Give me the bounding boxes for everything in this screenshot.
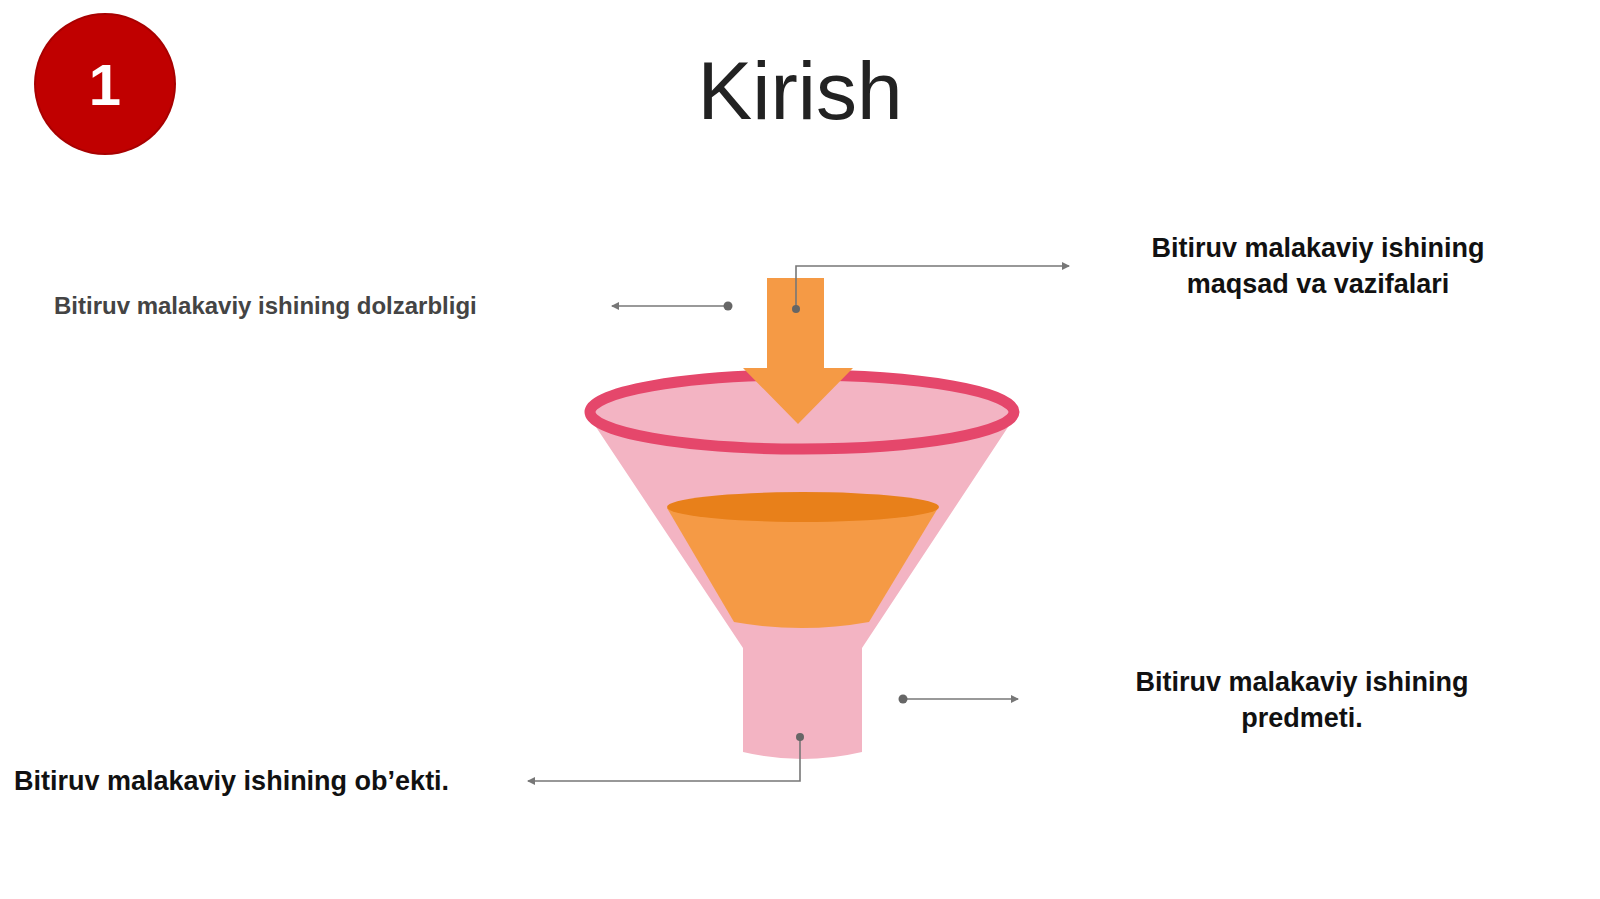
callout-circle: 1 — [36, 15, 174, 153]
leader-dot — [724, 302, 733, 311]
leader-dot — [899, 695, 908, 704]
leader-line — [612, 305, 728, 307]
leader-dot — [792, 305, 800, 313]
callout-label: Bitiruv malakaviy ishining maqsad va vaz… — [1108, 230, 1528, 302]
input-arrow — [743, 278, 853, 424]
callout-number: 1 — [89, 51, 121, 118]
callout-label: Bitiruv malakaviy ishining predmeti. — [1092, 664, 1512, 736]
callout-label: Bitiruv malakaviy ishining ob’ekti. — [14, 763, 449, 799]
leader-line — [796, 266, 1069, 309]
funnel-content — [667, 508, 938, 628]
funnel-body — [588, 415, 1016, 759]
slide-title: Kirish — [500, 50, 1100, 132]
leader-dot — [796, 733, 804, 741]
callout-label: Bitiruv malakaviy ishining dolzarbligi — [54, 288, 477, 324]
leader-line — [903, 698, 1018, 700]
leader-line — [528, 737, 800, 781]
funnel-content-top — [667, 492, 939, 522]
